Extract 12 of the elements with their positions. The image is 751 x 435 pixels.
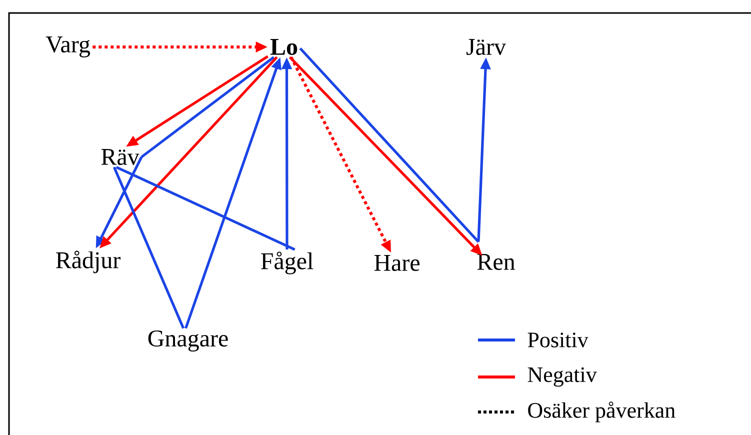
species-label: Rådjur [56, 250, 120, 274]
species-label: Fågel [261, 252, 314, 274]
legend-text: Osäker påverkan [528, 402, 676, 422]
species-label: Ren [477, 254, 515, 270]
species-label: Gnagare [148, 330, 228, 352]
legend-text: Negativ [528, 367, 597, 387]
species-label: Lo [270, 39, 298, 55]
species-label: Varg [46, 36, 90, 58]
species-label: Järv [466, 39, 506, 55]
species-label: Räv [101, 149, 140, 165]
legend-text: Positiv [528, 332, 588, 348]
species-label: Hare [374, 255, 420, 271]
